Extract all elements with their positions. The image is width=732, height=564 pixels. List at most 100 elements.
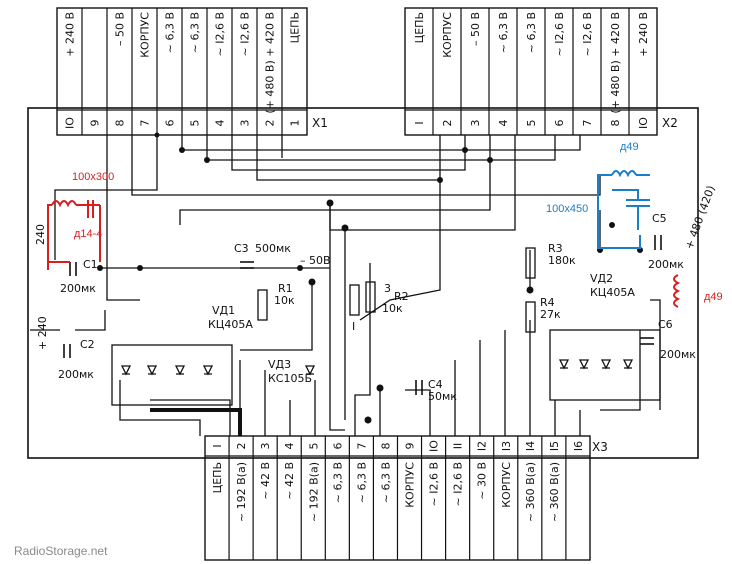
x3-pin-16: I6 <box>572 441 585 451</box>
x3-pin-label-11: ~ I2,6 В <box>452 462 465 507</box>
c2-value: 200мк <box>58 368 94 381</box>
red-modification-right <box>673 274 681 308</box>
x2-pin-label-3: – 50 В <box>469 12 482 46</box>
x3-pin-15: I5 <box>548 441 561 451</box>
x1-pin-5: 6 <box>164 120 177 127</box>
x2-pin-label-8: (+ 480 В) + 420 В <box>609 12 622 114</box>
watermark: RadioStorage.net <box>14 544 108 558</box>
red-modification-left <box>47 200 101 270</box>
blue-modification <box>597 170 650 249</box>
r1-label: R1 <box>278 282 293 295</box>
r3-label: R3 <box>548 242 563 255</box>
x3-pin-label-6: ~ 6,3 В <box>331 462 344 503</box>
c2-label: C2 <box>80 338 95 351</box>
x3-pin-3: 3 <box>259 443 272 450</box>
x3-pin-14: I4 <box>524 441 537 451</box>
x2-name: X2 <box>662 116 678 130</box>
red-cap-annotation: 100х300 <box>72 171 114 183</box>
vd1-value: КЦ405А <box>208 318 253 331</box>
x2-pin-3: 3 <box>469 120 482 127</box>
resistors <box>257 247 536 333</box>
diodes <box>120 359 634 376</box>
x1-pin-4: 7 <box>139 120 152 127</box>
x3-pin-12: I2 <box>476 441 489 451</box>
x3-pin-label-2: ~ 192 В(a) <box>235 462 248 522</box>
board-outline <box>27 107 699 459</box>
c6-label: C6 <box>658 318 673 331</box>
x3-pin-label-5: ~ 192 В(a) <box>307 462 320 522</box>
c4-label: C4 <box>428 378 443 391</box>
x1-pin-1: IO <box>64 117 77 129</box>
x2-pin-7: 7 <box>581 120 594 127</box>
x2-pin-8: 8 <box>609 120 622 127</box>
x3-pin-11: II <box>452 443 465 450</box>
r1-value: 10к <box>274 294 295 307</box>
vd2-value: КЦ405А <box>590 286 635 299</box>
vd1-label: VД1 <box>212 304 235 317</box>
x2-pin-label-5: ~ 6,3 В <box>525 12 538 53</box>
x3-pin-label-8: ~ 6,3 В <box>379 462 392 503</box>
x2-pin-label-4: ~ 6,3 В <box>497 12 510 53</box>
x3-pin-5: 5 <box>307 443 320 450</box>
resistor-r1 <box>257 289 268 321</box>
x3-pin-13: I3 <box>500 441 513 451</box>
x1-pin-label-1: + 240 В <box>64 12 77 57</box>
v240-left-upper-label: 240 <box>34 224 47 245</box>
blue-choke-annotation: д49 <box>620 141 639 153</box>
x2-pin-2: 2 <box>441 120 454 127</box>
x1-pin-8: 3 <box>239 120 252 127</box>
x3-pin-label-14: ~ 360 В(a) <box>524 462 537 522</box>
r2-value: 10к <box>382 302 403 315</box>
x3-pin-label-10: ~ I2,6 В <box>428 462 441 507</box>
red-choke-right-annotation: д49 <box>704 291 723 303</box>
x3-pin-label-9: КОРПУС <box>404 462 417 508</box>
vd2-label: VД2 <box>590 272 613 285</box>
junction-dots <box>97 132 643 424</box>
r2-label: R2 <box>394 290 409 303</box>
x1-pin-label-8: ~ I2,6 В <box>239 12 252 57</box>
x1-pin-9: 2 <box>264 120 277 127</box>
v420-right-label: + 480 (420) <box>683 184 718 251</box>
r3-value: 180к <box>548 254 576 267</box>
x1-pin-label-4: КОРПУС <box>139 12 152 58</box>
x3-pin-1: I <box>211 444 224 447</box>
x2-pin-4: 4 <box>497 120 510 127</box>
x1-pin-label-5: ~ 6,3 В <box>164 12 177 53</box>
c3-label: C3 <box>234 242 249 255</box>
x1-pin-7: 4 <box>214 120 227 127</box>
c3-value: 500мк <box>255 242 291 255</box>
ground-bus <box>150 408 242 436</box>
vd3-label: VД3 <box>268 358 291 371</box>
x3-pin-label-1: ЦЕПЬ <box>211 462 224 493</box>
x3-pin-label-4: ~ 42 В <box>283 462 296 500</box>
blue-cap-annotation: 100х450 <box>546 203 588 215</box>
c1-label: C1 <box>83 258 98 271</box>
minus50-label: – 50В <box>300 254 331 267</box>
x1-pin-label-7: ~ I2,6 В <box>214 12 227 57</box>
x2-pin-1: I <box>413 121 426 124</box>
c5-label: C5 <box>652 212 667 225</box>
x2-pin-label-7: ~ I2,6 В <box>581 12 594 57</box>
x3-pin-label-3: ~ 42 В <box>259 462 272 500</box>
c5-value: 200мк <box>648 258 684 271</box>
c4-value: 50мк <box>428 390 457 403</box>
x1-pin-label-10: ЦЕПЬ <box>289 12 302 43</box>
x1-pin-6: 5 <box>189 120 202 127</box>
x2-pin-9: IO <box>637 117 650 129</box>
node1-label: I <box>352 320 355 333</box>
red-choke-left-annotation: д14-4 <box>74 228 102 240</box>
r4-label: R4 <box>540 296 555 309</box>
wiring <box>30 135 661 436</box>
x3-pin-label-13: КОРПУС <box>500 462 513 508</box>
x3-pin-10: IO <box>428 440 441 452</box>
resistor-r2 <box>365 281 376 313</box>
resistor-r4 <box>525 301 536 333</box>
x3-name: X3 <box>592 440 608 454</box>
x3-pin-7: 7 <box>355 443 368 450</box>
x3-pin-6: 6 <box>331 443 344 450</box>
v240-left-label: + 240 <box>36 316 49 350</box>
capacitors <box>63 235 662 395</box>
